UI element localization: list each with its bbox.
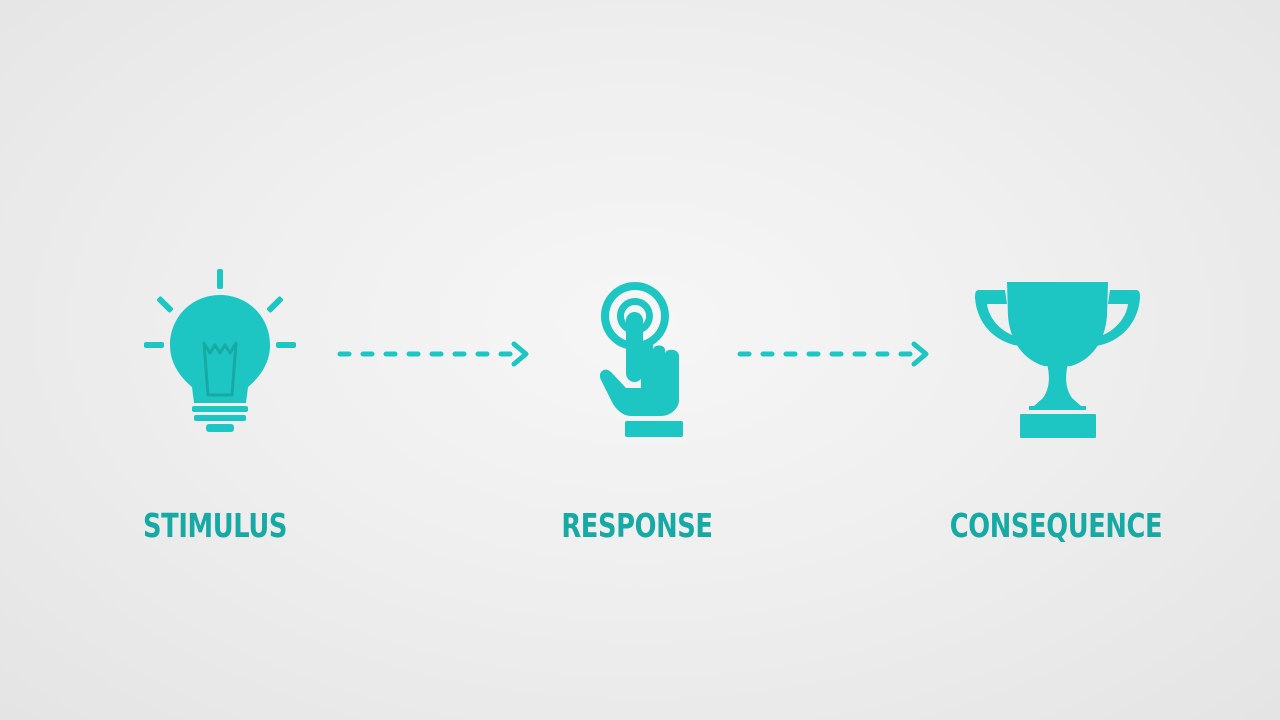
trophy-icon (975, 282, 1140, 438)
connector-arrow-2 (737, 341, 929, 367)
connector-arrow-1 (337, 341, 529, 367)
hand-pointer-icon (599, 282, 683, 437)
response-label: RESPONSE (561, 506, 713, 545)
consequence-label: CONSEQUENCE (949, 506, 1163, 545)
stimulus-label: STIMULUS (142, 506, 287, 545)
lightbulb-icon (144, 269, 296, 432)
